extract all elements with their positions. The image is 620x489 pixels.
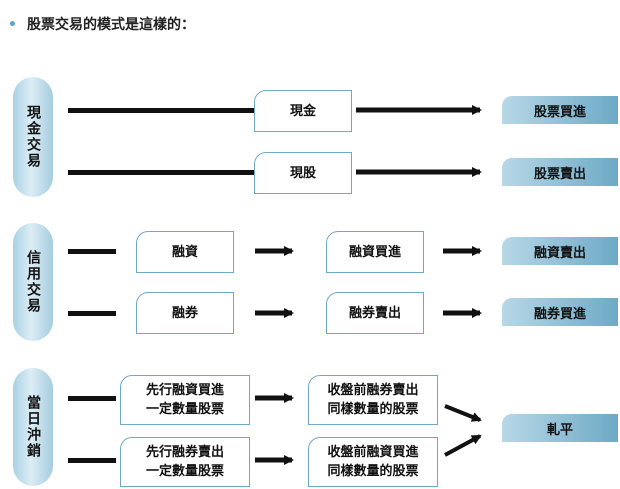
box-day-short-sell-close-line2: 同樣數量的股票 [327, 402, 419, 417]
result-offset: 軋平 [502, 414, 618, 442]
box-day-margin-buy-close-line2: 同樣數量的股票 [327, 464, 419, 479]
box-short-sale: 融券 [136, 292, 234, 334]
result-stock-buy: 股票買進 [502, 96, 618, 124]
result-stock-sell-label: 股票賣出 [533, 166, 586, 182]
box-spot-stock-label: 現股 [289, 165, 316, 181]
box-short-sale-label: 融券 [171, 305, 198, 321]
result-margin-sell-label: 融資賣出 [533, 245, 586, 261]
category-credit-trade-label: 信用交易 [25, 250, 41, 314]
result-short-cover-label: 融券買進 [533, 306, 586, 322]
box-short-sell: 融券賣出 [326, 292, 424, 334]
result-short-cover: 融券買進 [502, 298, 618, 326]
box-day-margin-buy-first-line1: 先行融資買進 [145, 383, 224, 398]
category-day-trade-label: 當日沖銷 [25, 395, 41, 459]
box-day-short-sell-first: 先行融券賣出 一定數量股票 [120, 437, 250, 487]
credit-line1 [68, 249, 116, 254]
category-cash-trade-label: 現金交易 [25, 105, 41, 169]
box-day-margin-buy-first: 先行融資買進 一定數量股票 [120, 375, 250, 425]
heading-text: 股票交易的模式是這樣的： [26, 17, 195, 33]
box-day-short-sell-close-line1: 收盤前融券賣出 [327, 383, 419, 398]
cash-line1 [68, 108, 254, 113]
box-cash-label: 現金 [289, 103, 316, 119]
bullet-icon: • [8, 17, 17, 33]
result-margin-sell: 融資賣出 [502, 237, 618, 265]
result-stock-sell: 股票賣出 [502, 158, 618, 186]
box-day-margin-buy-close: 收盤前融資買進 同樣數量的股票 [308, 437, 438, 487]
box-margin-purchase: 融資 [136, 231, 234, 273]
day-line1 [68, 396, 116, 401]
day-line2 [68, 458, 116, 463]
box-day-margin-buy-first-line2: 一定數量股票 [145, 402, 224, 417]
day-line2-arrow2 [444, 434, 482, 457]
box-short-sell-label: 融券賣出 [348, 305, 401, 321]
day-line1-arrow2 [444, 404, 482, 422]
box-day-short-sell-first-line1: 先行融券賣出 [145, 445, 224, 460]
box-margin-buy: 融資買進 [326, 231, 424, 273]
box-margin-buy-label: 融資買進 [348, 244, 401, 260]
category-credit-trade: 信用交易 [13, 223, 53, 341]
box-spot-stock: 現股 [254, 152, 352, 194]
box-day-short-sell-first-line2: 一定數量股票 [145, 464, 224, 479]
credit-line2 [68, 311, 116, 316]
box-margin-purchase-label: 融資 [171, 244, 198, 260]
result-stock-buy-label: 股票買進 [533, 104, 586, 120]
cash-line2 [68, 170, 254, 175]
box-cash: 現金 [254, 90, 352, 132]
box-day-short-sell-close: 收盤前融券賣出 同樣數量的股票 [308, 375, 438, 425]
category-day-trade: 當日沖銷 [13, 368, 53, 486]
box-day-margin-buy-close-line1: 收盤前融資買進 [327, 445, 419, 460]
result-offset-label: 軋平 [546, 422, 573, 438]
category-cash-trade: 現金交易 [13, 77, 53, 197]
page-heading: • 股票交易的模式是這樣的： [8, 14, 195, 34]
